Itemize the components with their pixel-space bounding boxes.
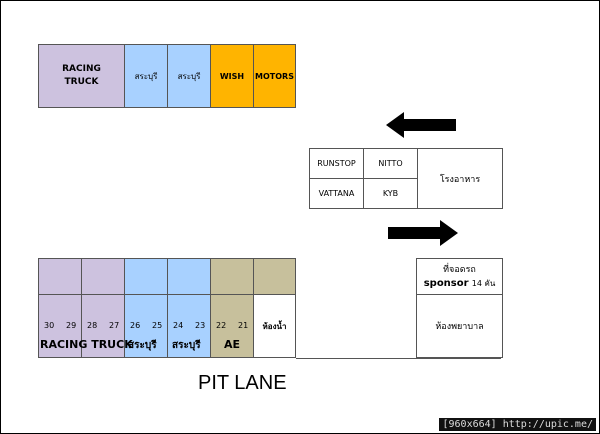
pit-number: 25 xyxy=(152,321,163,330)
parking-sponsor: ที่จอดรถ sponsor 14 คัน xyxy=(416,258,503,295)
pit-number: 21 xyxy=(238,321,249,330)
arrow-left-icon xyxy=(386,112,456,138)
garage-upper-2 xyxy=(81,258,125,295)
parking-count: 14 คัน xyxy=(471,278,496,288)
pit-number: 23 xyxy=(195,321,206,330)
garage-saraburi-top-2: สระบุรี xyxy=(167,44,211,108)
parking-sponsor-word: sponsor xyxy=(423,277,469,289)
garage-upper-5 xyxy=(210,258,254,295)
parking-sponsor-line: sponsor 14 คัน xyxy=(424,277,496,290)
pit-number: 28 xyxy=(87,321,98,330)
restroom: ห้องน้ำ xyxy=(253,294,296,358)
pit-number: 30 xyxy=(44,321,55,330)
label-saraburi-2: สระบุรี xyxy=(172,340,201,351)
garage-saraburi-top-1: สระบุรี xyxy=(124,44,168,108)
garage-racing-truck-bottom-1 xyxy=(38,294,82,358)
garage-racing-truck-bottom-2 xyxy=(81,294,125,358)
label-saraburi-1: สระบุรี xyxy=(128,340,157,351)
parking-title: ที่จอดรถ xyxy=(443,264,476,275)
clinic: ห้องพยาบาล xyxy=(416,294,503,358)
garage-racing-truck-top: RACING TRUCK xyxy=(38,44,125,108)
pit-lane-boundary xyxy=(296,358,501,359)
arrow-right-icon xyxy=(388,220,458,246)
garage-saraburi-bottom-2 xyxy=(167,294,211,358)
pit-number: 27 xyxy=(109,321,120,330)
garage-motors: MOTORS xyxy=(253,44,296,108)
booth-runstop: RUNSTOP xyxy=(309,148,364,179)
label-racing-truck: RACING TRUCK xyxy=(40,338,133,351)
garage-upper-3 xyxy=(124,258,168,295)
booth-kyb: KYB xyxy=(363,178,418,209)
pit-number: 29 xyxy=(66,321,77,330)
image-host-footer: [960x664] http://upic.me/ xyxy=(439,418,596,431)
pit-lane-title: PIT LANE xyxy=(198,372,287,394)
pit-number: 26 xyxy=(130,321,141,330)
booth-vattana: VATTANA xyxy=(309,178,364,209)
pit-number: 24 xyxy=(173,321,184,330)
garage-upper-1 xyxy=(38,258,82,295)
garage-upper-4 xyxy=(167,258,211,295)
label-ae: AE xyxy=(224,338,241,351)
canteen: โรงอาหาร xyxy=(417,148,503,209)
booth-nitto: NITTO xyxy=(363,148,418,179)
garage-ae-bottom xyxy=(210,294,254,358)
garage-upper-6 xyxy=(253,258,296,295)
pit-number: 22 xyxy=(216,321,227,330)
garage-wish: WISH xyxy=(210,44,254,108)
